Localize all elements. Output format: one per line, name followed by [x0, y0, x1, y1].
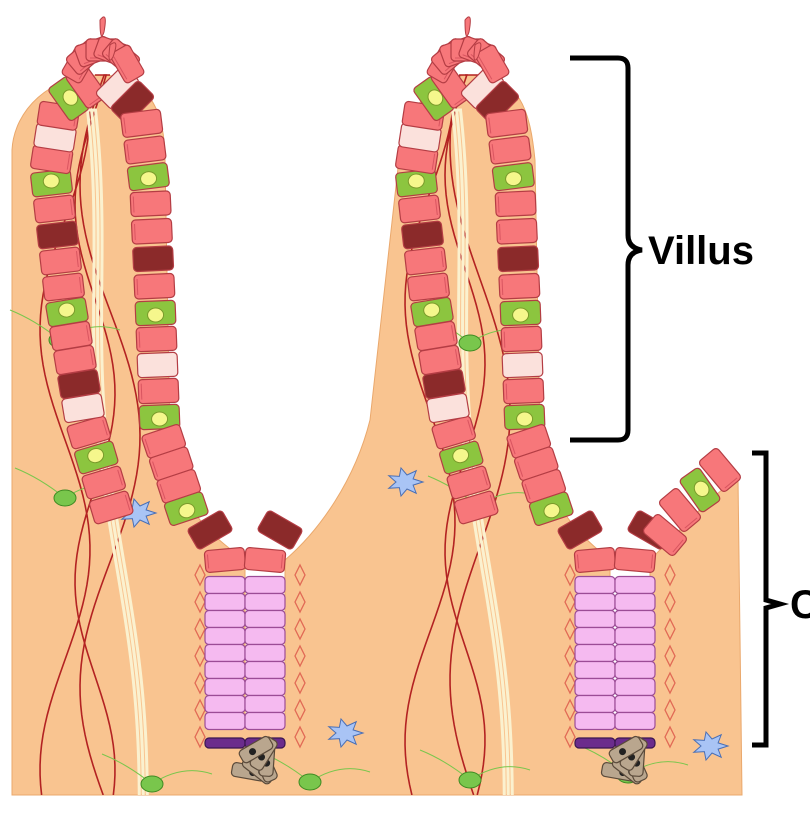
enterocyte-cell — [131, 218, 172, 244]
transit-cell — [615, 679, 655, 696]
stem-cell — [205, 738, 245, 748]
crypt-bracket — [752, 453, 780, 745]
transit-cell — [245, 611, 285, 628]
transit-cell — [575, 611, 615, 628]
enterocyte-cell — [489, 136, 532, 165]
transit-cell — [575, 628, 615, 645]
enterocyte-cell — [120, 109, 163, 138]
transit-cell — [245, 662, 285, 679]
transit-cell — [245, 679, 285, 696]
transit-cell — [245, 628, 285, 645]
neuron-icon — [459, 772, 481, 788]
transit-cell — [205, 679, 245, 696]
transit-cell — [575, 594, 615, 611]
transit-cell — [205, 594, 245, 611]
enterocyte-cell — [130, 191, 171, 217]
crypt-label: Crypt — [790, 583, 810, 627]
transit-cell — [615, 611, 655, 628]
transit-cell — [615, 645, 655, 662]
enteroendocrine-cell — [401, 221, 443, 249]
tuft-cell — [502, 352, 543, 378]
enterocyte-cell — [39, 247, 81, 275]
enterocyte-cell — [407, 273, 449, 301]
enterocyte-cell — [499, 273, 540, 299]
enterocyte-cell — [244, 547, 286, 572]
transit-cell — [245, 645, 285, 662]
neuron-icon — [299, 774, 321, 790]
transit-cell — [245, 577, 285, 594]
transit-cell — [615, 662, 655, 679]
enterocyte-cell — [404, 247, 446, 275]
enterocyte-cell — [42, 273, 84, 301]
transit-cell — [575, 577, 615, 594]
enterocyte-cell — [398, 195, 440, 223]
enterocyte-cell — [614, 547, 656, 572]
transit-cell — [205, 696, 245, 713]
tuft-cell — [137, 352, 178, 378]
stem-cell — [575, 738, 615, 748]
transit-cell — [575, 713, 615, 730]
enteroendocrine-cell — [133, 246, 174, 272]
enterocyte-cell — [204, 547, 246, 572]
goblet-cell — [500, 300, 541, 326]
transit-cell — [245, 696, 285, 713]
enterocyte-cell — [574, 547, 616, 572]
transit-cell — [245, 594, 285, 611]
transit-cell — [615, 628, 655, 645]
transit-cell — [205, 713, 245, 730]
enterocyte-cell — [496, 218, 537, 244]
transit-cell — [615, 577, 655, 594]
mucus-drop — [465, 17, 470, 36]
enterocyte-cell — [33, 195, 75, 223]
transit-cell — [575, 696, 615, 713]
transit-cell — [615, 594, 655, 611]
enterocyte-cell — [136, 326, 177, 352]
enteroendocrine-cell — [498, 246, 539, 272]
enteroendocrine-cell — [257, 510, 304, 551]
enterocyte-cell — [134, 273, 175, 299]
enterocyte-cell — [138, 378, 179, 404]
transit-cell — [615, 696, 655, 713]
transit-cell — [575, 662, 615, 679]
enterocyte-cell — [495, 191, 536, 217]
mucus-drop — [100, 17, 105, 36]
transit-cell — [205, 611, 245, 628]
neuron-icon — [54, 490, 76, 506]
transit-cell — [575, 679, 615, 696]
villus-bracket — [570, 58, 642, 440]
enterocyte-cell — [503, 378, 544, 404]
transit-cell — [205, 645, 245, 662]
enterocyte-cell — [124, 136, 167, 165]
transit-cell — [205, 577, 245, 594]
transit-cell — [245, 713, 285, 730]
neuron-icon — [459, 335, 481, 351]
enterocyte-cell — [485, 109, 528, 138]
transit-cell — [205, 662, 245, 679]
neuron-icon — [141, 776, 163, 792]
goblet-cell — [135, 300, 176, 326]
transit-cell — [615, 713, 655, 730]
goblet-cell — [492, 162, 535, 191]
goblet-cell — [127, 162, 170, 191]
enteroendocrine-cell — [36, 221, 78, 249]
villus-label: Villus — [648, 229, 754, 273]
enterocyte-cell — [501, 326, 542, 352]
transit-cell — [205, 628, 245, 645]
transit-cell — [575, 645, 615, 662]
